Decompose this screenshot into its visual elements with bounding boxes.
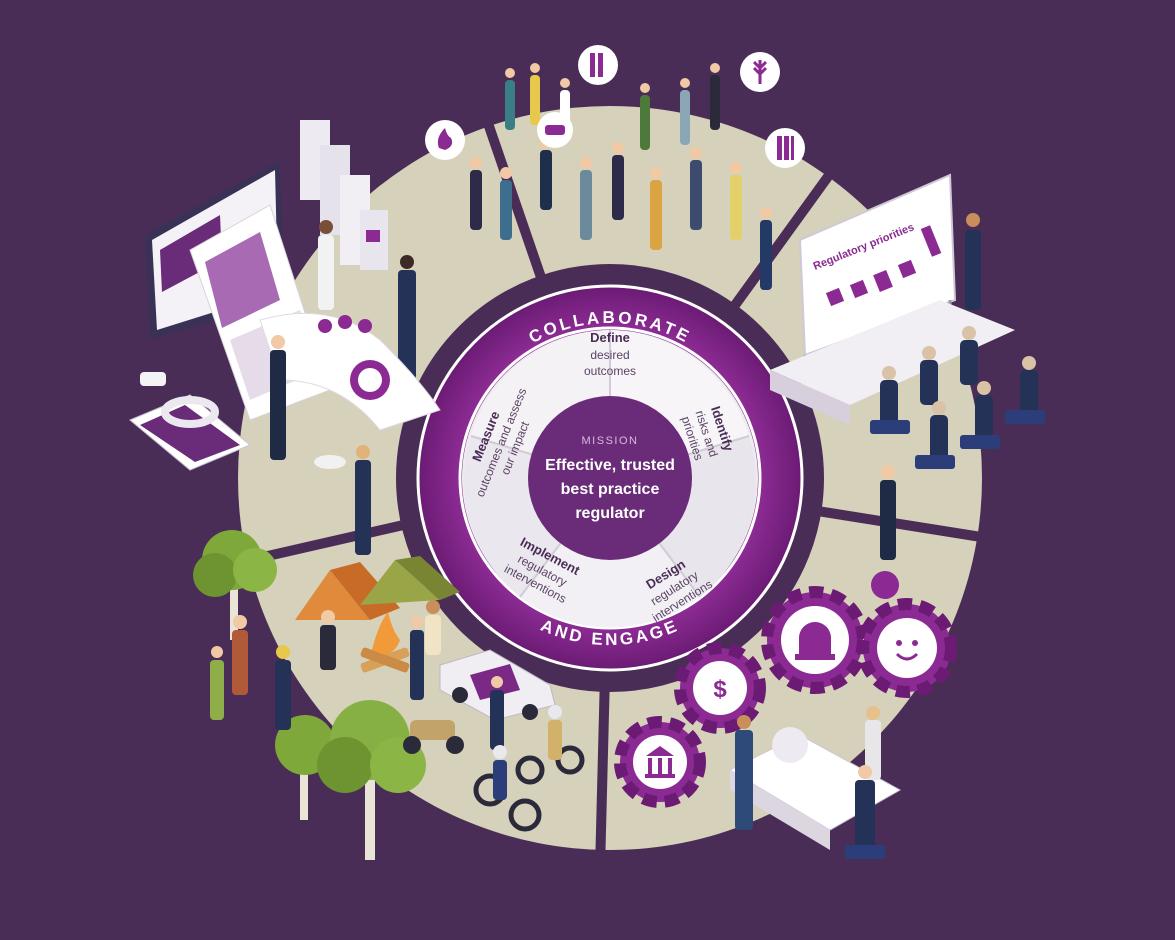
stage-define: Define desired outcomes [584,330,636,378]
people-bottom-left [210,615,291,730]
speech-bubbles-top [425,45,805,168]
fire-icon [437,128,453,150]
smiley-icon [895,640,919,661]
gears-bottom-right: $ [614,571,957,808]
campfire [360,612,410,673]
invoice-icon: $ [713,676,727,703]
wheat-icon [752,60,768,84]
logs-icon [590,53,603,77]
stage-identify: Identify risks and priorities [679,404,737,462]
report-scroll [259,312,441,431]
presentation-board: Regulatory priorities [770,173,1015,425]
mission-line-2: best practice [561,481,660,498]
mission-line-1: Effective, trusted [545,457,675,474]
mission-line-3: regulator [575,505,644,522]
meeting-table [728,706,902,859]
vehicles-bottom [403,649,585,832]
building-icon [366,230,380,242]
tree-icon [777,136,794,160]
stage-define-line-2: outcomes [584,364,636,378]
stage-define-line-1: desired [590,348,629,362]
courthouse-icon [645,746,675,778]
mission-circle [528,396,692,560]
devices-left [129,335,371,555]
alarm-icon [795,622,835,660]
audience-right [870,326,1045,560]
stage-define-title: Define [590,330,630,345]
campsite-bottom-left [295,556,460,700]
crowd-top [470,63,772,290]
mission-label: MISSION [582,435,639,447]
tent-icon [295,570,370,620]
chainsaw-icon [545,125,565,135]
